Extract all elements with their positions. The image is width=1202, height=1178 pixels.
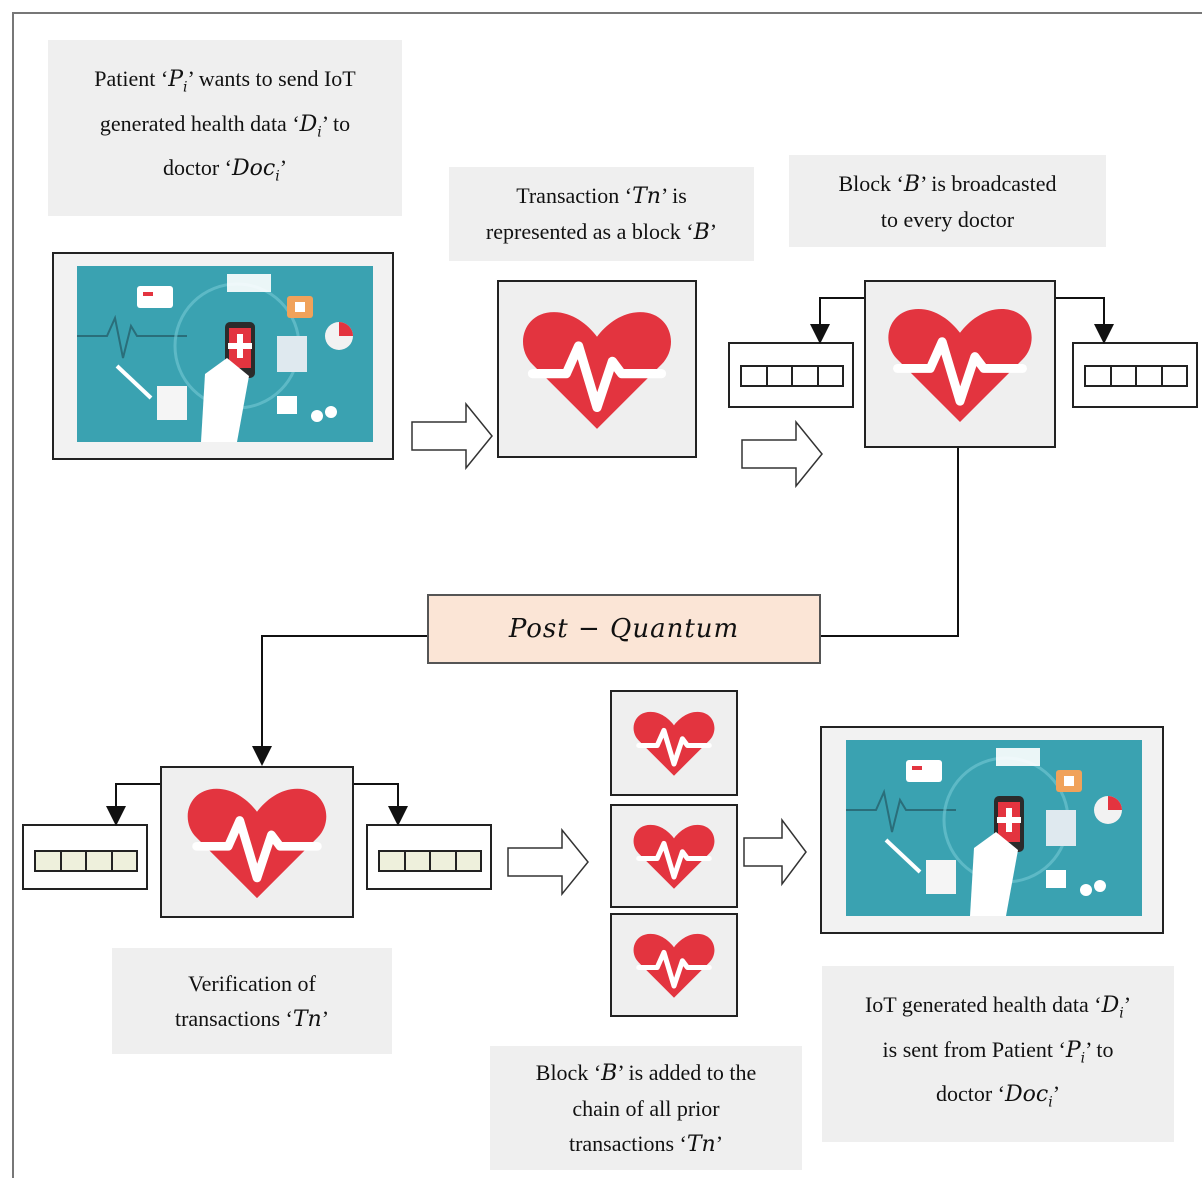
- iot-scene-drawing: [77, 274, 353, 442]
- chain-block-1: [610, 690, 738, 796]
- post-quantum-label: Post − Quantum: [427, 594, 821, 664]
- broadcast-block: [864, 280, 1056, 448]
- block-arrow-3: [507, 827, 589, 897]
- note-transaction-as-block: Transaction ‘Tn’ is represented as a blo…: [449, 167, 754, 261]
- note-block-broadcast: Block ‘B’ is broadcasted to every doctor: [789, 155, 1106, 247]
- note-patient-wants-to-send: Patient ‘Pi’ wants to send IoT generated…: [48, 40, 402, 216]
- ledger-broadcast-right: [1072, 342, 1198, 408]
- diagram-frame: [12, 12, 1202, 1178]
- connector-broadcast-left: [810, 297, 864, 344]
- heart-pulse-icon: [633, 711, 715, 776]
- heart-pulse-icon: [633, 933, 715, 998]
- connector-to-post-quantum: [821, 448, 959, 637]
- doctor-iot-image: [820, 726, 1164, 934]
- ledger-verify-left: [22, 824, 148, 890]
- connector-verify-right: [354, 783, 408, 826]
- block-arrow-4: [743, 817, 807, 887]
- note-verification: Verification of transactions ‘Tn’: [112, 948, 392, 1054]
- connector-broadcast-right: [1056, 297, 1114, 344]
- block-arrow-2: [741, 419, 823, 489]
- note-data-sent: IoT generated health data ‘Di’ is sent f…: [822, 966, 1174, 1142]
- iot-scene-drawing: [846, 748, 1122, 916]
- heart-pulse-icon: [523, 312, 671, 429]
- iot-health-illustration: [846, 740, 1142, 916]
- chain-block-3: [610, 913, 738, 1017]
- transaction-block: [497, 280, 697, 458]
- patient-iot-image: [52, 252, 394, 460]
- chain-block-2: [610, 804, 738, 908]
- verification-block: [160, 766, 354, 918]
- ledger-broadcast-left: [728, 342, 854, 408]
- iot-health-illustration: [77, 266, 373, 442]
- connector-to-verification: [252, 635, 427, 766]
- heart-pulse-icon: [187, 788, 327, 899]
- block-arrow-1: [411, 401, 493, 471]
- connector-verify-left: [106, 783, 160, 826]
- ledger-verify-right: [366, 824, 492, 890]
- heart-pulse-icon: [888, 308, 1032, 423]
- note-added-to-chain: Block ‘B’ is added to the chain of all p…: [490, 1046, 802, 1170]
- heart-pulse-icon: [633, 824, 715, 889]
